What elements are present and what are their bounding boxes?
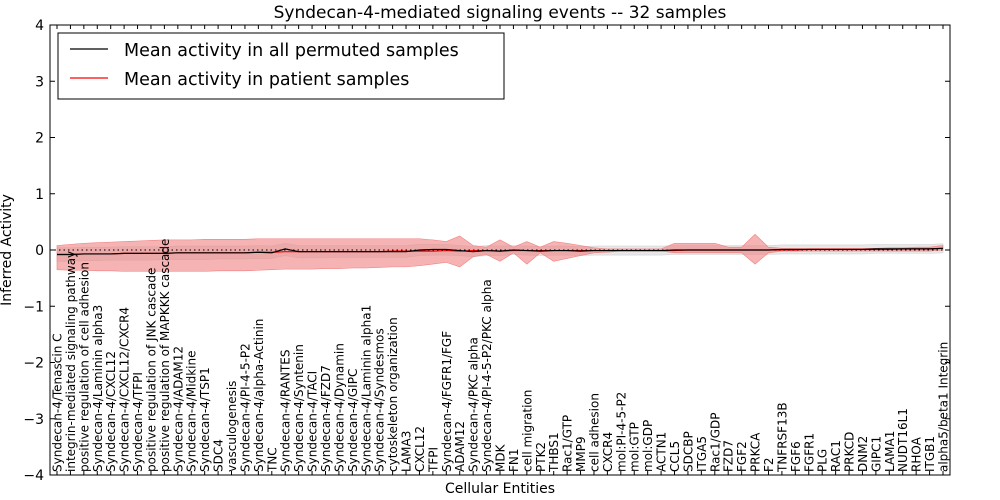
x-tick-label: MMP9 [574, 436, 588, 472]
x-tick-label: positive regulation of MAPKKK cascade [158, 239, 172, 472]
x-tick-label: CXCR4 [601, 432, 615, 472]
legend-box [57, 32, 505, 100]
y-tick-label: 0 [35, 243, 44, 259]
x-tick-label: GIPC1 [869, 436, 883, 472]
x-tick-label: PRKCA [749, 432, 763, 472]
x-tick-label: cytoskeleton organization [386, 317, 400, 472]
x-tick-label: Syndecan-4/Syntenin [292, 344, 306, 472]
x-tick-label: Syndecan-4/CXCL12 [104, 351, 118, 472]
x-tick-label: MDK [494, 443, 508, 472]
x-tick-label: F2 [762, 457, 776, 472]
x-tick-label: PLG [816, 449, 830, 472]
x-tick-label: SDCBP [681, 431, 695, 472]
x-tick-label: RHOA [910, 436, 924, 472]
x-tick-label: Rac1/GTP [561, 415, 575, 472]
y-tick-label: −4 [23, 468, 44, 484]
x-tick-label: Syndecan-4/Dynamin [332, 343, 346, 472]
x-tick-label: Syndecan-4/TACI [306, 371, 320, 472]
x-tick-label: FGFR1 [802, 433, 816, 472]
x-tick-label: alpha5/beta1 Integrin [937, 342, 951, 472]
x-tick-label: PTK2 [534, 442, 548, 472]
x-tick-label: ITGA5 [695, 436, 709, 472]
x-tick-label: ADAM12 [453, 421, 467, 472]
x-tick-label: Syndecan-4/Tenascin C [51, 333, 65, 472]
x-tick-label: cell migration [520, 390, 534, 472]
x-tick-label: Syndecan-4/PI-4-5-P2/PKC alpha [480, 279, 494, 472]
y-tick-label: −1 [23, 299, 44, 315]
x-tick-label: TFPI [426, 447, 440, 473]
x-tick-label: CCL5 [668, 441, 682, 472]
x-tick-label: ITGB1 [923, 436, 937, 472]
x-tick-label: cell adhesion [587, 393, 601, 472]
x-tick-label: FGF2 [735, 441, 749, 472]
x-tick-label: Rac1/GDP [708, 413, 722, 472]
x-tick-label: Syndecan-4/PI-4-5-P2 [238, 343, 252, 472]
x-tick-label: Syndecan-4/Syndesmos [373, 328, 387, 472]
x-tick-label: positive regulation of cell adhesion [77, 262, 91, 472]
confidence-bands [56, 233, 944, 272]
x-tick-label: SDC4 [212, 439, 226, 472]
x-tick-label: Syndecan-4/FZD7 [319, 365, 333, 472]
legend: Mean activity in all permuted samples Me… [57, 32, 505, 100]
x-tick-label: FZD7 [722, 440, 736, 472]
x-tick-label: TNC [265, 447, 279, 473]
y-tick-label: 4 [35, 18, 44, 34]
band-series-1 [56, 233, 944, 272]
x-axis-label: Cellular Entities [445, 481, 555, 497]
x-tick-label: Syndecan-4/PKC alpha [467, 337, 481, 472]
x-tick-label: Syndecan-4/Laminin alpha3 [91, 305, 105, 472]
x-tick-label: THBS1 [547, 432, 561, 473]
x-tick-label: mol:PI-4-5-P2 [614, 392, 628, 472]
y-axis: −4 −3 −2 −1 0 1 2 3 4 [23, 18, 950, 484]
legend-label-patient: Mean activity in patient samples [124, 70, 409, 90]
x-tick-label: Syndecan-4/TSP1 [198, 367, 212, 472]
x-tick-label: mol:GTP [628, 422, 642, 472]
x-tick-label: mol:GDP [641, 420, 655, 472]
x-tick-label: Syndecan-4/RANTES [279, 350, 293, 472]
x-tick-label: FN1 [507, 448, 521, 472]
x-tick-label: Syndecan-4/Laminin alpha1 [359, 305, 373, 472]
x-tick-label: RAC1 [829, 440, 843, 472]
x-tick-label: Syndecan-4/FGFR1/FGF [440, 331, 454, 472]
x-tick-label: positive regulation of JNK cascade [144, 268, 158, 472]
x-tick-label: Syndecan-4/GIPC [346, 369, 360, 472]
x-tick-label: vasculogenesis [225, 381, 239, 472]
x-tick-label: Syndecan-4/TFPI [131, 372, 145, 472]
y-tick-label: 1 [35, 187, 44, 203]
x-tick-label: Syndecan-4/alpha-Actinin [252, 319, 266, 472]
line-series-0 [57, 247, 944, 256]
x-tick-label: FGF6 [789, 441, 803, 472]
x-tick-label: NUDT16L1 [896, 408, 910, 472]
x-tick-label: LAMA1 [883, 431, 897, 472]
x-tick-label: LAMA3 [400, 431, 414, 472]
x-tick-label: PRKCD [843, 432, 857, 472]
x-tick-label: Syndecan-4/ADAM12 [171, 346, 185, 472]
x-tick-label: CXCL12 [413, 426, 427, 472]
x-tick-label: DNM2 [856, 436, 870, 472]
series-lines [57, 247, 944, 256]
x-tick-label: TNFRSF13B [775, 402, 789, 473]
y-tick-label: −3 [23, 412, 44, 428]
x-tick-label: Syndecan-4/Midkine [185, 351, 199, 472]
legend-label-permuted: Mean activity in all permuted samples [124, 41, 459, 61]
y-tick-label: −2 [23, 356, 44, 372]
y-tick-label: 3 [35, 74, 44, 90]
x-tick-label: integrin-mediated signaling pathway [64, 251, 78, 472]
x-tick-label: ACTN1 [655, 432, 669, 472]
x-tick-label: Syndecan-4/CXCL12/CXCR4 [118, 307, 132, 472]
chart-title: Syndecan-4-mediated signaling events -- … [274, 3, 727, 23]
y-tick-label: 2 [35, 131, 44, 147]
y-axis-label: Inferred Activity [0, 194, 15, 306]
